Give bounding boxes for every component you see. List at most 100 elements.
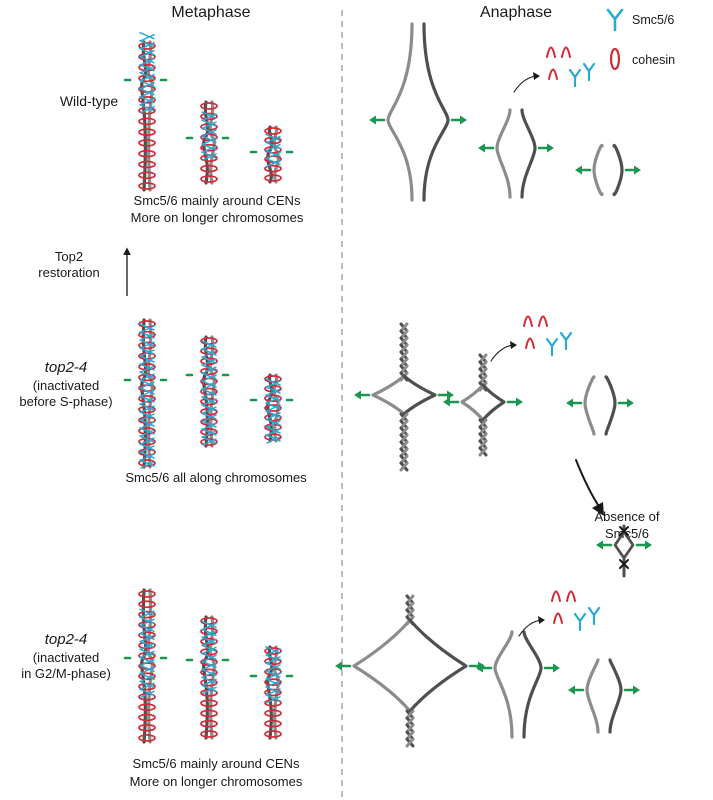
smc56-strand bbox=[140, 341, 155, 349]
g2-anaphase-short bbox=[568, 658, 640, 734]
separation-arrow bbox=[635, 540, 652, 550]
cohesin-ring bbox=[200, 637, 218, 646]
smc56-strand bbox=[266, 396, 281, 404]
smc56-strand bbox=[139, 31, 155, 40]
separation-arrow bbox=[478, 143, 495, 153]
smc56-strand bbox=[140, 666, 155, 675]
cohesin-ring bbox=[200, 143, 218, 152]
absence-arrow-head bbox=[592, 502, 604, 516]
arrow-head bbox=[354, 390, 361, 400]
twist-b bbox=[478, 418, 488, 429]
smc56-strand bbox=[265, 426, 281, 434]
cohesin-ring bbox=[138, 128, 156, 137]
wt-anaphase-mid bbox=[478, 108, 554, 199]
smc56-strand bbox=[140, 618, 155, 627]
smc56-strand bbox=[201, 127, 217, 135]
s-anaphase-mid bbox=[443, 353, 523, 457]
smc56-strand bbox=[202, 390, 217, 398]
arrow-head bbox=[634, 165, 641, 175]
smc56-strand bbox=[139, 608, 155, 617]
twist-b bbox=[399, 322, 409, 333]
smc56-strand bbox=[139, 387, 155, 395]
sister-right bbox=[422, 22, 450, 202]
smc56-strand bbox=[139, 435, 155, 443]
g2-anaphase-mid bbox=[476, 630, 560, 739]
cohesin-ring bbox=[264, 678, 282, 686]
smc56-strand bbox=[139, 656, 155, 665]
twist-b bbox=[478, 353, 488, 364]
smc56-strand bbox=[139, 47, 155, 56]
top2-4-g2-sub1: (inactivated bbox=[33, 650, 99, 665]
smc56-strand bbox=[201, 636, 217, 645]
s-caption: Smc5/6 all along chromosomes bbox=[125, 470, 307, 485]
twist-b bbox=[399, 440, 409, 451]
cohesin-ring bbox=[200, 709, 218, 718]
twist-b bbox=[478, 432, 488, 443]
twist-b bbox=[405, 608, 415, 619]
smc56-strand bbox=[201, 380, 217, 388]
g2-caption-line2: More on longer chromosomes bbox=[130, 774, 303, 789]
cohesin-ring bbox=[200, 719, 218, 728]
cohesin-ring bbox=[200, 164, 218, 173]
smc56-strand bbox=[140, 682, 155, 691]
top2-4-s-label: top2-4 bbox=[45, 359, 88, 376]
arrow-head bbox=[335, 661, 342, 671]
separation-arrow bbox=[623, 685, 640, 695]
smc56-strand bbox=[140, 357, 155, 365]
smc56-strand bbox=[265, 662, 281, 670]
smc56-strand bbox=[140, 610, 155, 619]
top2-4-g2-sub2: in G2/M-phase) bbox=[21, 666, 111, 681]
cohesin-ring bbox=[264, 174, 282, 182]
cohesin-ring bbox=[548, 68, 558, 80]
s-anaphase-long bbox=[354, 322, 454, 472]
arrow-head bbox=[566, 398, 573, 408]
smc56-strand bbox=[140, 57, 155, 66]
smc56-strand bbox=[202, 646, 217, 655]
smc56-strand bbox=[265, 686, 281, 694]
smc56-strand bbox=[139, 379, 155, 387]
smc56-strand bbox=[139, 411, 155, 419]
smc56-icon bbox=[573, 612, 587, 632]
smc56-strand bbox=[201, 420, 217, 428]
smc56-strand bbox=[202, 662, 217, 671]
smc56-strand bbox=[202, 358, 217, 366]
smc56-strand bbox=[139, 624, 155, 633]
smc56-strand bbox=[139, 688, 155, 697]
twist-b bbox=[399, 343, 409, 354]
chromatid-right bbox=[208, 615, 216, 740]
smc56-strand bbox=[201, 135, 217, 143]
smc56-strand bbox=[139, 63, 155, 72]
smc56-strand bbox=[266, 656, 281, 664]
cohesin-ring bbox=[200, 357, 218, 366]
smc56-strand bbox=[140, 105, 155, 114]
smc56-strand bbox=[202, 406, 217, 414]
released-proteins bbox=[518, 590, 601, 637]
smc56-strand bbox=[202, 686, 217, 695]
smc56-strand bbox=[140, 461, 155, 469]
smc56-strand bbox=[265, 386, 281, 394]
smc56-strand bbox=[266, 696, 281, 704]
cohesin-ring bbox=[264, 394, 282, 403]
sister-right bbox=[612, 143, 624, 197]
smc56-strand bbox=[266, 664, 281, 672]
s-chromosome-mid bbox=[185, 335, 233, 448]
smc56-strand bbox=[265, 394, 281, 402]
smc56-strand bbox=[140, 365, 155, 373]
smc56-strand bbox=[201, 428, 217, 436]
cohesin-ring bbox=[138, 149, 156, 158]
cohesin-ring bbox=[264, 164, 282, 173]
twist-b bbox=[478, 360, 488, 371]
smc56-strand bbox=[139, 680, 155, 689]
smc56-strand bbox=[140, 41, 155, 50]
arrow-head bbox=[575, 165, 582, 175]
smc56-strand bbox=[140, 405, 155, 413]
cohesin-ring bbox=[138, 734, 156, 742]
separation-arrow bbox=[568, 685, 585, 695]
smc56-strand bbox=[265, 678, 281, 686]
separation-arrow bbox=[537, 143, 554, 153]
smc56-strand bbox=[202, 622, 217, 631]
top2-4-s-sub1: (inactivated bbox=[33, 378, 99, 393]
wt-chromosome-short bbox=[249, 125, 297, 184]
smc56-strand bbox=[140, 429, 155, 437]
